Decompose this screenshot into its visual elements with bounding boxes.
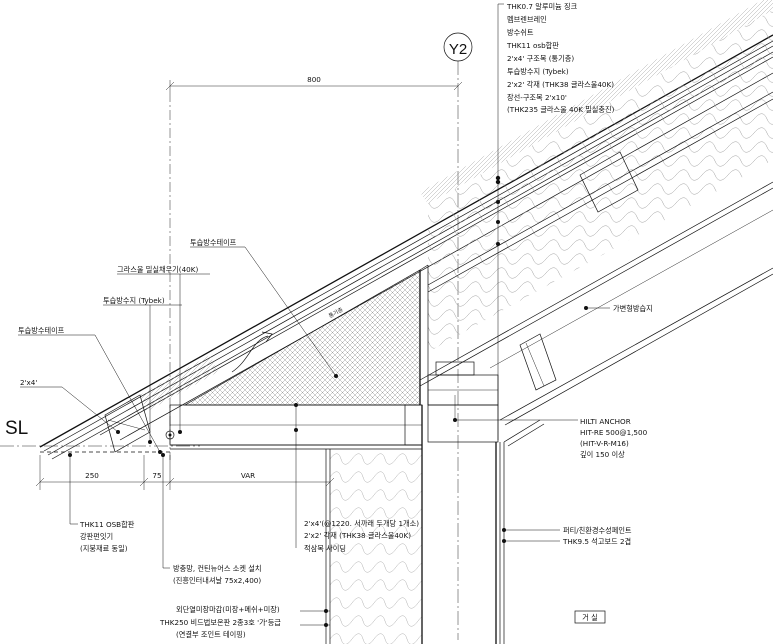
grid-line-y2: Y2	[443, 32, 473, 640]
glasswool-fill	[183, 264, 429, 406]
callout-vent-tape-2: 투습방수테이프	[18, 326, 162, 454]
note-inner-1: 퍼티/친환경수성페인트	[563, 526, 632, 535]
roof-layer-4: THK11 osb합판	[506, 41, 559, 50]
note-anchor-3: (HIT-V-R-M16)	[580, 439, 629, 448]
roof-layer-2: 멤브렌브레인	[507, 15, 547, 24]
note-glasswool: 그라스울 밀실채우기(40K)	[117, 265, 198, 274]
room-label: 거 실	[582, 613, 598, 622]
note-osb-3: (지붕재료 동일)	[80, 544, 128, 553]
callout-soffit: 2'x4'(@1220. 서까래 두개당 1개소) 2'x2' 각재 (THK3…	[294, 403, 419, 553]
callout-stud: 2'x4'	[20, 378, 120, 434]
roof-layer-6: 투습방수지 (Tybek)	[507, 67, 569, 76]
note-soffit-2: 2'x2' 각재 (THK38 글라스울40K)	[304, 531, 411, 540]
note-wall-1: 외단열미장마감(미장+메쉬+미장)	[176, 605, 280, 614]
dim-75: 75	[152, 471, 161, 480]
note-insect-2: (진흥인터내셔날 75x2,400)	[173, 576, 261, 585]
note-soffit-3: 적삼목 사이딩	[304, 544, 346, 553]
note-osb-1: THK11 OSB합판	[79, 520, 135, 529]
roof-layer-9: (THK235 글라스울 40K 밀실충진)	[507, 105, 615, 114]
room-tag: 거 실	[574, 610, 606, 624]
callout-osb: THK11 OSB합판 강판펀잇기 (지붕재료 동일)	[68, 453, 135, 553]
roof-assembly	[39, 0, 773, 460]
roof-layer-1: THK0.7 알루미늄 징크	[506, 2, 578, 11]
callout-interior: 퍼티/친환경수성페인트 THK9.5 석고보드 2겹	[502, 526, 632, 546]
callout-insect-screen: 방충망, 컨틴뉴어스 소켓 설치 (진흥인터내셔날 75x2,400)	[161, 453, 262, 585]
note-stud: 2'x4'	[20, 378, 37, 387]
roof-layer-5: 2'x4' 구조목 (통기층)	[507, 54, 574, 63]
roof-layer-7: 2'x2' 각재 (THK38 글라스울40K)	[507, 80, 614, 89]
dim-800: 800	[307, 75, 321, 84]
note-vent-tape-2: 투습방수테이프	[18, 326, 65, 335]
wall-section	[325, 361, 545, 644]
note-vent-tape: 투습방수테이프	[190, 238, 237, 247]
note-anchor-1: HILTI ANCHOR	[580, 417, 631, 426]
sl-label: SL	[5, 418, 28, 439]
callout-vapor: 가변형방습지	[584, 304, 653, 313]
level-sl: SL	[0, 418, 200, 453]
grid-label: Y2	[449, 41, 467, 58]
note-soffit-1: 2'x4'(@1220. 서까래 두개당 1개소)	[304, 519, 419, 528]
callout-glasswool: 그라스울 밀실채우기(40K)	[117, 265, 210, 434]
note-vapor: 가변형방습지	[613, 304, 653, 313]
note-osb-2: 강판펀잇기	[80, 532, 113, 541]
roof-layer-8: 장선-구조목 2'x10'	[507, 93, 567, 102]
note-tybek: 투습방수지 (Tybek)	[103, 296, 165, 305]
note-anchor-2: HIT-RE 500@1,500	[580, 428, 648, 437]
roof-layer-callout: THK0.7 알루미늄 징크 멤브렌브레인 방수쉬트 THK11 osb합판 2…	[495, 2, 615, 440]
roof-layer-3: 방수쉬트	[507, 28, 534, 37]
callout-anchor: HILTI ANCHOR HIT-RE 500@1,500 (HIT-V-R-M…	[455, 417, 648, 459]
dimension-bottom: 250 75 VAR	[35, 455, 335, 490]
note-anchor-4: 깊이 150 이상	[580, 450, 625, 459]
callout-exterior-wall: 외단열미장마감(미장+메쉬+미장) THK250 비드법보온판 2종3호 '가'…	[159, 605, 330, 639]
dim-250: 250	[85, 471, 99, 480]
dim-var: VAR	[241, 471, 255, 480]
callout-vent-tape: 투습방수테이프	[190, 238, 338, 378]
note-wall-2: THK250 비드법보온판 2종3호 '가'등급	[159, 618, 281, 627]
callout-tybek: 투습방수지 (Tybek)	[103, 296, 182, 444]
note-inner-2: THK9.5 석고보드 2겹	[562, 537, 631, 546]
note-wall-3: (연결부 조인트 테이핑)	[176, 630, 246, 639]
note-insect-1: 방충망, 컨틴뉴어스 소켓 설치	[173, 564, 262, 573]
